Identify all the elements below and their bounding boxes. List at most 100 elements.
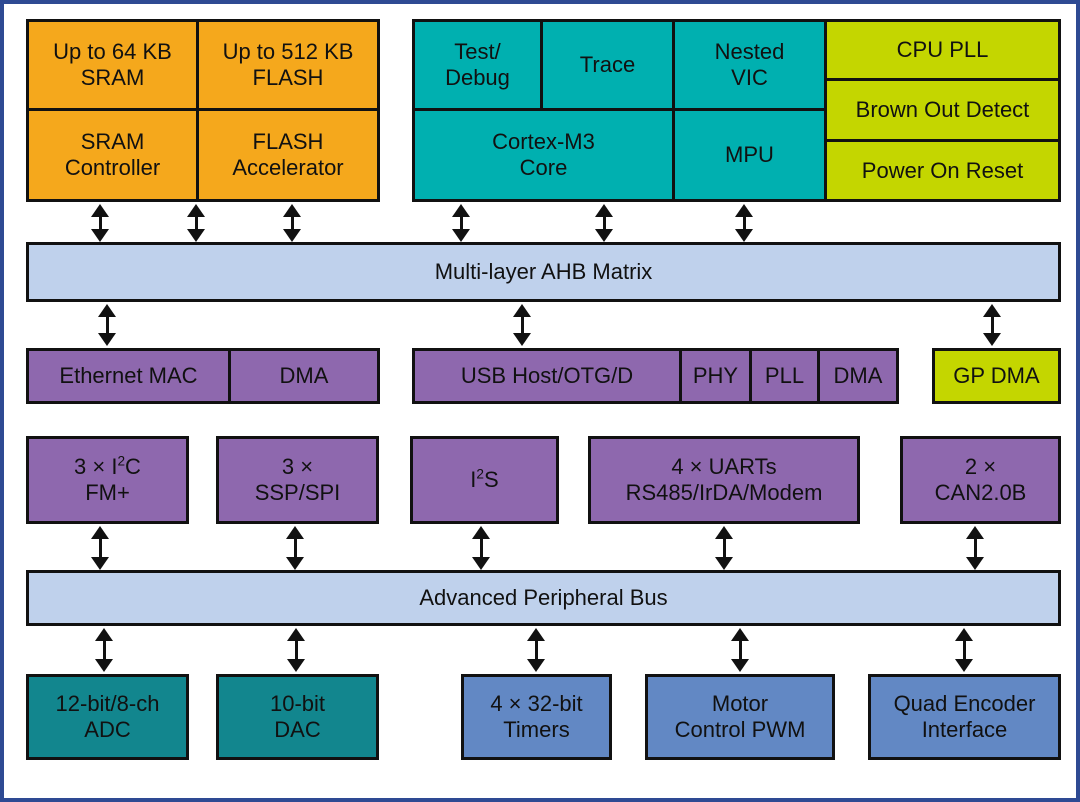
block-ssp-spi-label: 3 × SSP/SPI xyxy=(223,454,372,506)
block-timers-line1: 4 × 32-bit xyxy=(490,691,583,717)
connector-ahb-to-usb xyxy=(511,304,533,346)
arrow-shaft xyxy=(738,636,742,664)
arrow-shaft xyxy=(602,212,606,234)
arrow-shaft xyxy=(990,312,994,338)
block-can-line1: 2 × xyxy=(964,454,997,480)
block-dac-line1: 10-bit xyxy=(269,691,326,717)
bus-ahb-matrix[interactable]: Multi-layer AHB Matrix xyxy=(26,242,1061,302)
block-sram-controller-line1: SRAM xyxy=(80,129,145,155)
arrowhead-down-icon xyxy=(187,229,205,242)
block-test-debug-line2: Debug xyxy=(445,65,510,90)
arrow-shaft xyxy=(722,534,726,562)
block-motor-control-pwm[interactable]: Motor Control PWM xyxy=(645,674,835,760)
block-ethernet-dma-label: DMA xyxy=(279,363,329,389)
arrowhead-up-icon xyxy=(91,204,109,217)
bus-advanced-peripheral-label: Advanced Peripheral Bus xyxy=(419,585,668,611)
block-ssp-spi-line2: SSP/SPI xyxy=(254,480,341,505)
block-i2c-label: 3 × I2C FM+ xyxy=(33,454,182,506)
arrowhead-down-icon xyxy=(91,229,109,242)
block-uarts-line2: RS485/IrDA/Modem xyxy=(625,480,823,505)
arrowhead-up-icon xyxy=(966,526,984,539)
block-usb-pll-label: PLL xyxy=(764,363,805,389)
arrowhead-down-icon xyxy=(286,557,304,570)
block-timers-line2: Timers xyxy=(503,717,570,742)
connector-apb-to-adc xyxy=(93,628,115,672)
block-mpu[interactable]: MPU xyxy=(675,111,827,202)
block-gp-dma[interactable]: GP DMA xyxy=(932,348,1061,404)
arrowhead-up-icon xyxy=(955,628,973,641)
block-nested-vic[interactable]: Nested VIC xyxy=(675,19,827,111)
block-usb-host-otg-device[interactable]: USB Host/OTG/D xyxy=(412,348,682,404)
block-nested-vic-line1: Nested xyxy=(714,39,785,65)
arrowhead-down-icon xyxy=(95,659,113,672)
arrow-shaft xyxy=(194,212,198,234)
block-cpu-pll[interactable]: CPU PLL xyxy=(827,19,1061,81)
block-adc-label: 12-bit/8-ch ADC xyxy=(33,691,182,743)
connector-flashaccel-to-ahb xyxy=(281,204,303,242)
block-dac[interactable]: 10-bit DAC xyxy=(216,674,379,760)
block-test-debug[interactable]: Test/ Debug xyxy=(412,19,543,111)
block-timers[interactable]: 4 × 32-bit Timers xyxy=(461,674,612,760)
block-sram[interactable]: Up to 64 KB SRAM xyxy=(26,19,199,111)
arrowhead-down-icon xyxy=(595,229,613,242)
arrowhead-down-icon xyxy=(287,659,305,672)
connector-i2c-to-apb xyxy=(89,526,111,570)
block-uarts-label: 4 × UARTs RS485/IrDA/Modem xyxy=(595,454,853,506)
block-ssp-spi-line1: 3 × xyxy=(281,454,314,480)
block-i2c[interactable]: 3 × I2C FM+ xyxy=(26,436,189,524)
block-dac-line2: DAC xyxy=(274,717,321,742)
block-brown-out-detect[interactable]: Brown Out Detect xyxy=(827,81,1061,142)
block-quad-encoder-interface-line1: Quad Encoder xyxy=(893,691,1036,717)
block-ethernet-dma[interactable]: DMA xyxy=(231,348,380,404)
block-brown-out-detect-label: Brown Out Detect xyxy=(855,97,1030,123)
arrow-shaft xyxy=(534,636,538,664)
block-flash[interactable]: Up to 512 KB FLASH xyxy=(199,19,380,111)
block-ssp-spi[interactable]: 3 × SSP/SPI xyxy=(216,436,379,524)
arrow-shaft xyxy=(293,534,297,562)
block-usb-dma[interactable]: DMA xyxy=(820,348,899,404)
block-sram-controller[interactable]: SRAM Controller xyxy=(26,111,199,202)
block-flash-accelerator-line1: FLASH xyxy=(252,129,324,155)
arrowhead-up-icon xyxy=(283,204,301,217)
arrowhead-down-icon xyxy=(472,557,490,570)
block-test-debug-line1: Test/ xyxy=(454,39,501,65)
block-cortex-m3-core-line2: Core xyxy=(519,155,568,180)
block-adc[interactable]: 12-bit/8-ch ADC xyxy=(26,674,189,760)
block-uarts[interactable]: 4 × UARTs RS485/IrDA/Modem xyxy=(588,436,860,524)
arrow-shaft xyxy=(479,534,483,562)
connector-cpu-to-ahb-2 xyxy=(593,204,615,242)
block-usb-phy[interactable]: PHY xyxy=(682,348,752,404)
block-cortex-m3-core[interactable]: Cortex-M3 Core xyxy=(412,111,675,202)
block-i2s[interactable]: I2S xyxy=(410,436,559,524)
block-trace-label: Trace xyxy=(579,52,636,78)
block-i2s-label: I2S xyxy=(470,466,499,493)
block-trace[interactable]: Trace xyxy=(543,19,675,111)
block-usb-host-otg-device-label: USB Host/OTG/D xyxy=(460,363,634,389)
arrow-shaft xyxy=(290,212,294,234)
block-flash-accelerator-label: FLASH Accelerator xyxy=(203,129,373,181)
block-can[interactable]: 2 × CAN2.0B xyxy=(900,436,1061,524)
bus-advanced-peripheral[interactable]: Advanced Peripheral Bus xyxy=(26,570,1061,626)
connector-uarts-to-apb xyxy=(713,526,735,570)
block-flash-label: Up to 512 KB FLASH xyxy=(203,39,373,91)
connector-apb-to-motor-pwm xyxy=(729,628,751,672)
block-power-on-reset[interactable]: Power On Reset xyxy=(827,142,1061,202)
arrowhead-down-icon xyxy=(731,659,749,672)
arrowhead-down-icon xyxy=(452,229,470,242)
arrowhead-down-icon xyxy=(735,229,753,242)
block-usb-pll[interactable]: PLL xyxy=(752,348,820,404)
arrowhead-down-icon xyxy=(283,229,301,242)
arrowhead-down-icon xyxy=(91,557,109,570)
block-i2c-line1: 3 × I2C xyxy=(74,453,141,480)
arrow-shaft xyxy=(102,636,106,664)
block-nested-vic-line2: VIC xyxy=(731,65,768,90)
block-quad-encoder-interface[interactable]: Quad Encoder Interface xyxy=(868,674,1061,760)
arrowhead-up-icon xyxy=(715,526,733,539)
connector-ahb-to-ethernet xyxy=(96,304,118,346)
block-ethernet-mac[interactable]: Ethernet MAC xyxy=(26,348,231,404)
arrowhead-down-icon xyxy=(513,333,531,346)
block-flash-line1: Up to 512 KB xyxy=(222,39,354,65)
block-flash-accelerator[interactable]: FLASH Accelerator xyxy=(199,111,380,202)
block-cortex-m3-core-line1: Cortex-M3 xyxy=(492,129,595,155)
arrowhead-up-icon xyxy=(735,204,753,217)
